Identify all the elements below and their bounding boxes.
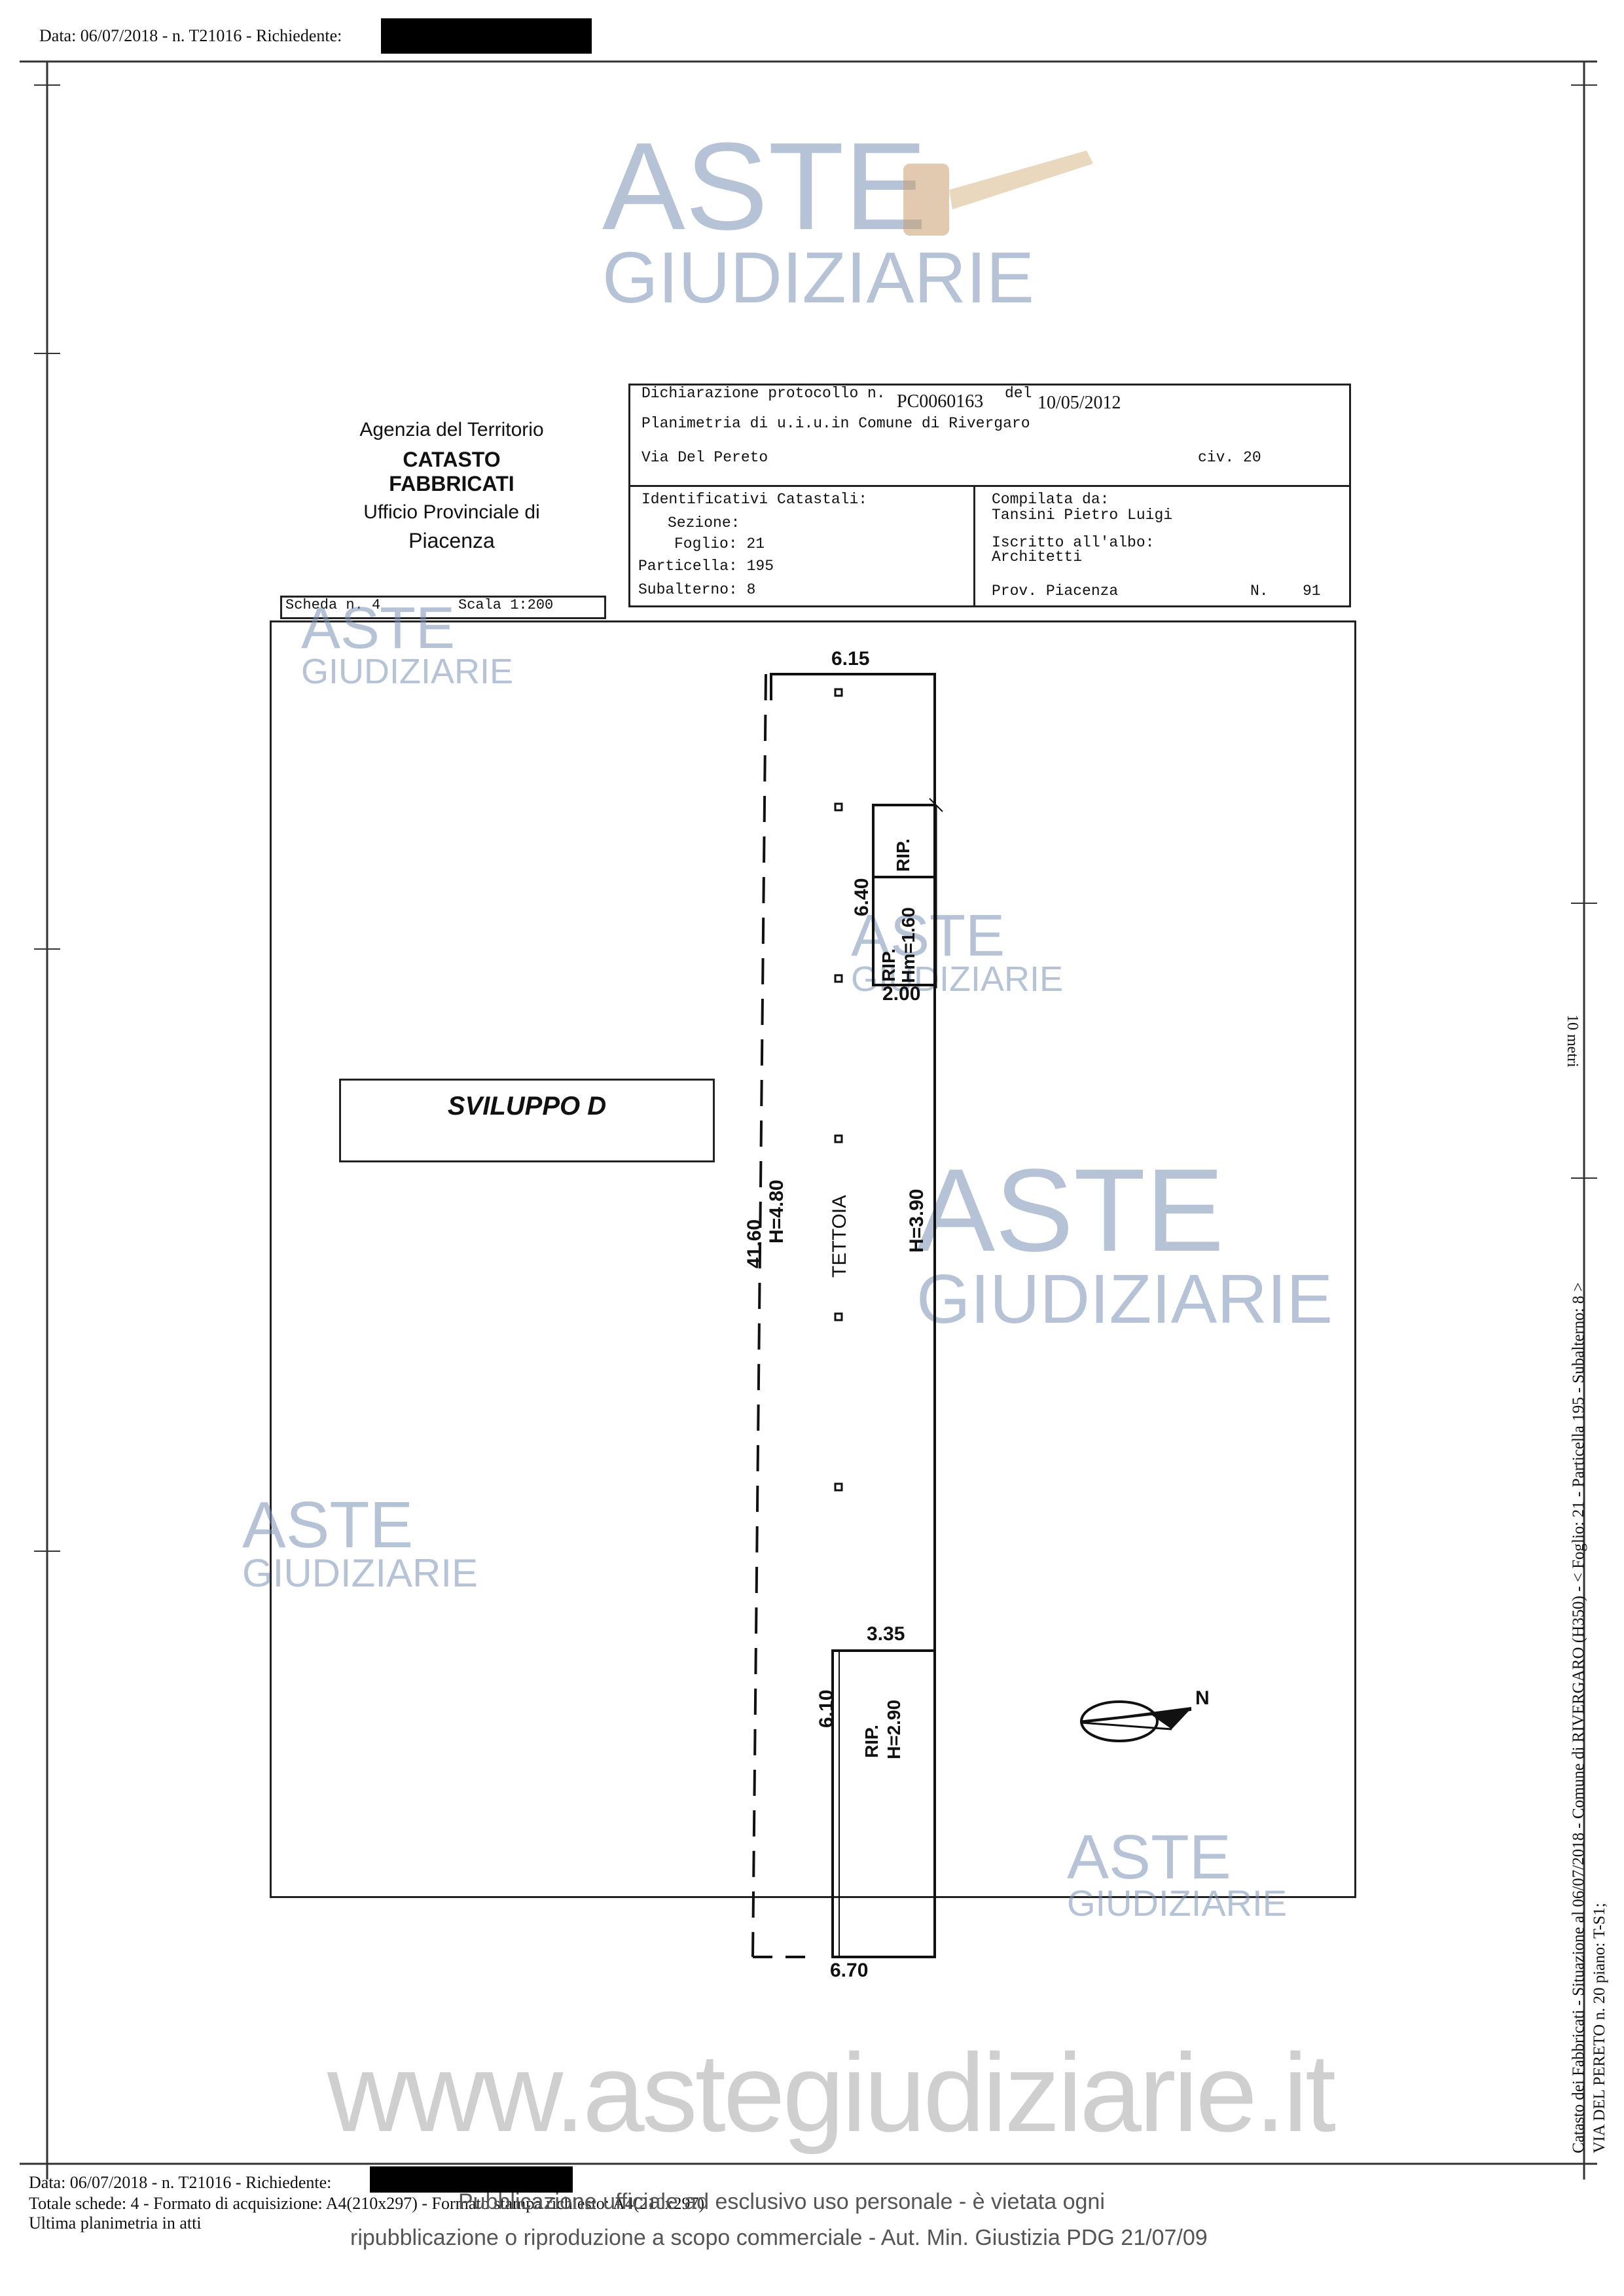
url-watermark: www.astegiudiziarie.it — [327, 2031, 1336, 2155]
watermark-small-1: ASTE GIUDIZIARIE — [301, 599, 513, 689]
office-city: Piacenza — [408, 529, 495, 552]
label-rip-hm: RIP. — [878, 948, 899, 982]
north-label: N — [1195, 1687, 1210, 1709]
plan-description: Planimetria di u.i.u.in Comune di Riverg… — [641, 415, 1030, 432]
footer-line1: Data: 06/07/2018 - n. T21016 - Richieden… — [29, 2173, 332, 2192]
label-h-bottom: H=2.90 — [884, 1699, 904, 1759]
street-address: Via Del Pereto — [641, 449, 768, 466]
footer-line3: Ultima planimetria in atti — [29, 2214, 202, 2233]
footer-line2: Totale schede: 4 - Formato di acquisizio… — [29, 2194, 705, 2213]
watermark-bottom-aste: ASTE — [1067, 1822, 1231, 1892]
label-rip-bottom: RIP. — [861, 1725, 882, 1758]
watermark-mid: ASTE GIUDIZIARIE — [916, 1145, 1333, 1338]
n-label: N. — [1250, 583, 1269, 600]
scale-label: 10 metri — [1564, 1014, 1581, 1067]
subalterno: Subalterno: 8 — [638, 581, 756, 598]
albo-value: Architetti — [992, 548, 1083, 565]
watermark-bottom: ASTE GIUDIZIARIE — [1067, 1826, 1287, 1922]
dim-h-left: H=4.80 — [766, 1179, 787, 1244]
agency-block: Agenzia del Territorio CATASTO FABBRICAT… — [340, 419, 563, 553]
title-box — [339, 1079, 715, 1162]
side-text-line2: VIA DEL PERETO n. 20 piano: T-S1; — [1591, 1903, 1608, 2153]
north-arrow-icon — [1080, 1700, 1192, 1742]
watermark-bottom-giudiziarie: GIUDIZIARIE — [1067, 1882, 1288, 1924]
civic-number: civ. 20 — [1198, 449, 1261, 466]
watermark-giudiziarie: GIUDIZIARIE — [602, 238, 1035, 318]
watermark-mid-aste: ASTE — [916, 1145, 1225, 1276]
side-text-line1: Catasto dei Fabbricati - Situazione al 0… — [1570, 1282, 1587, 2153]
compiler-title: Compilata da: — [992, 491, 1110, 508]
watermark-small-2-aste: ASTE — [851, 903, 1005, 969]
declaration-del-label: del — [1005, 385, 1032, 402]
watermark-small-1-aste: ASTE — [301, 596, 456, 661]
dim-bottom-rip-width: 3.35 — [867, 1623, 905, 1645]
watermark-mid-giudiziarie: GIUDIZIARIE — [916, 1261, 1333, 1338]
columns — [834, 688, 843, 1492]
watermark-left-giudiziarie: GIUDIZIARIE — [242, 1551, 478, 1595]
sheet-number: Scheda n. 4 — [285, 597, 381, 613]
identifiers-title: Identificativi Catastali: — [641, 491, 868, 508]
watermark-aste: ASTE — [602, 117, 928, 256]
agency-name: Agenzia del Territorio — [359, 419, 544, 440]
foglio: Foglio: 21 — [674, 535, 765, 552]
dim-h-right: H=3.90 — [906, 1189, 928, 1253]
gavel-icon — [903, 151, 1093, 236]
watermark-small-2-giudiziarie: GIUDIZIARIE — [851, 960, 1064, 999]
declaration-number: PC0060163 — [897, 391, 984, 412]
albo-label: Iscritto all'albo: — [992, 534, 1155, 551]
dim-top-width: 6.15 — [831, 648, 870, 670]
dim-rip-width: 2.00 — [882, 983, 921, 1005]
watermark-small-1-giudiziarie: GIUDIZIARIE — [301, 652, 514, 691]
redaction-footer — [370, 2166, 573, 2193]
redaction-top — [381, 18, 592, 54]
label-tettoia: TETTOIA — [829, 1194, 850, 1278]
publication-notice-1: Pubblicazione ufficiale ad esclusivo uso… — [458, 2189, 1105, 2214]
sheet-scale: Scala 1:200 — [458, 597, 554, 613]
sheet-label-box — [280, 596, 606, 619]
sezione: Sezione: — [668, 514, 740, 531]
particella: Particella: 195 — [638, 558, 774, 575]
publication-notice-2: ripubblicazione o riproduzione a scopo c… — [350, 2225, 1208, 2250]
watermark-left: ASTE GIUDIZIARIE — [242, 1492, 478, 1593]
label-hm: Hm=1.60 — [898, 907, 918, 983]
top-header-text: Data: 06/07/2018 - n. T21016 - Richieden… — [39, 26, 342, 45]
declaration-date: 10/05/2012 — [1038, 393, 1121, 413]
dim-rip-height: 6.40 — [851, 878, 873, 916]
plan-title: SVILUPPO D — [447, 1092, 607, 1121]
watermark-small-2: ASTE GIUDIZIARIE — [851, 906, 1063, 997]
compiler-name: Tansini Pietro Luigi — [992, 507, 1173, 524]
dim-bottom-width: 6.70 — [830, 1960, 869, 1981]
label-rip-upper: RIP. — [893, 838, 913, 872]
dim-bottom-rip-height: 6.10 — [816, 1689, 837, 1728]
province: Prov. Piacenza — [992, 583, 1119, 600]
declaration-label: Dichiarazione protocollo n. — [641, 385, 886, 402]
n-value: 91 — [1303, 583, 1321, 600]
header-table — [628, 384, 1351, 607]
plan-frame — [270, 620, 1356, 1898]
office-label: Ufficio Provinciale di — [363, 501, 540, 523]
watermark-top: ASTE GIUDIZIARIE — [602, 124, 1034, 314]
catasto-title: CATASTO FABBRICATI — [389, 448, 514, 495]
watermark-left-aste: ASTE — [242, 1488, 414, 1562]
dim-total-length: 41.60 — [744, 1219, 765, 1268]
